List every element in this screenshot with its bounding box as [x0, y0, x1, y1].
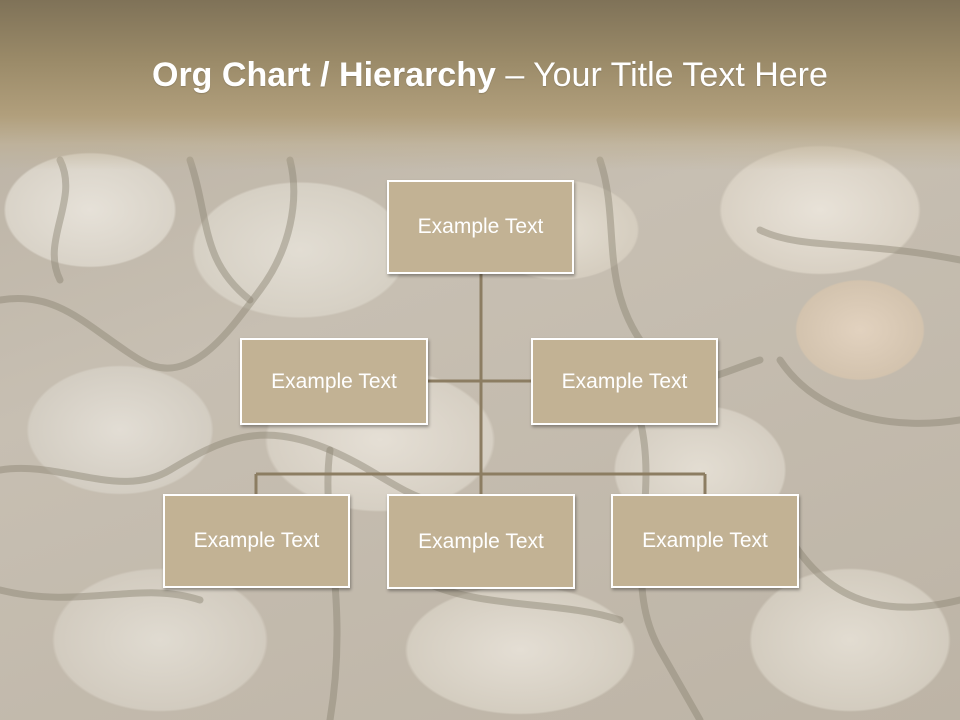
title-bold-part: Org Chart / Hierarchy: [152, 56, 496, 94]
slide-title[interactable]: Org Chart / Hierarchy – Your Title Text …: [152, 52, 828, 98]
org-node-root[interactable]: Example Text: [387, 180, 574, 274]
org-node-child-right[interactable]: Example Text: [611, 494, 799, 588]
title-separator: –: [495, 56, 534, 94]
org-node-assistant-left[interactable]: Example Text: [240, 338, 428, 425]
org-node-child-left[interactable]: Example Text: [163, 494, 350, 588]
title-band: [0, 0, 960, 170]
org-node-child-center[interactable]: Example Text: [387, 494, 575, 589]
title-rest-part: Your Title Text Here: [533, 56, 828, 94]
org-node-assistant-right[interactable]: Example Text: [531, 338, 718, 425]
